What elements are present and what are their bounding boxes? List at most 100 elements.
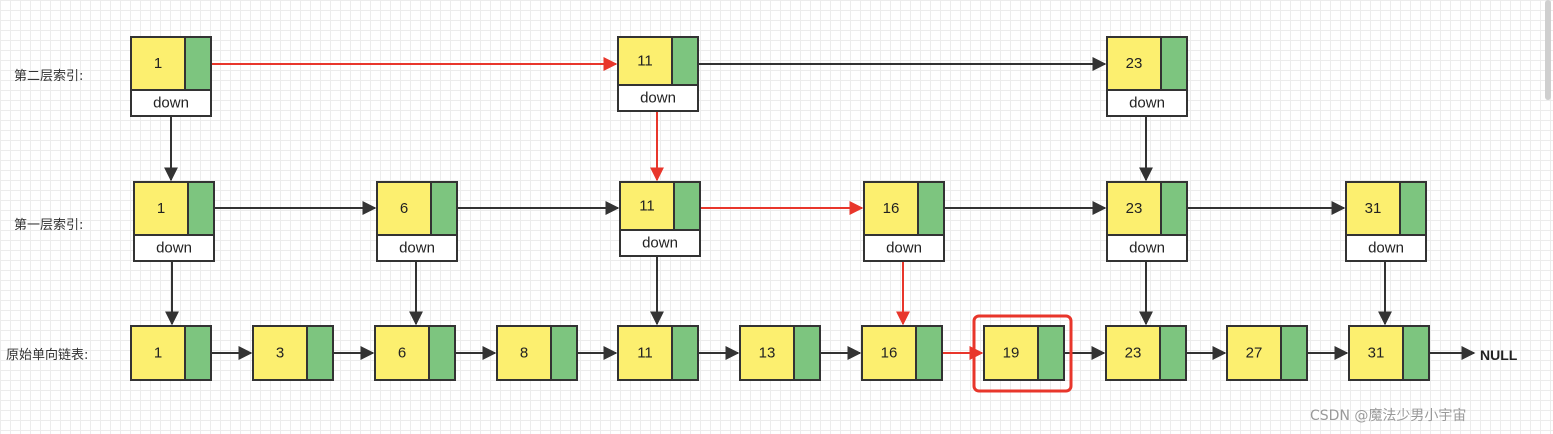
base-node-16: 16 [861,325,943,381]
down-pointer-cell [617,84,699,112]
level1-label: 第一层索引: [14,218,83,233]
down-pointer-cell [130,89,212,117]
next-pointer-cell [1280,325,1308,381]
next-pointer-cell [184,36,212,91]
next-pointer-cell [1160,181,1188,236]
next-pointer-cell [1159,325,1187,381]
node-value: 16 [883,200,900,217]
level1-node-1: 1 down [133,181,215,262]
next-pointer-cell [1402,325,1430,381]
next-pointer-cell [671,36,699,86]
down-pointer-cell [376,234,458,262]
down-label: down [642,235,678,252]
down-pointer-cell [1106,89,1188,117]
value-cell [252,325,308,381]
node-value: 16 [881,345,898,362]
value-cell [130,325,186,381]
level2-label: 第二层索引: [14,69,83,84]
base-node-13: 13 [739,325,821,381]
base-node-23: 23 [1105,325,1187,381]
next-pointer-cell [673,181,701,231]
node-value: 11 [637,345,653,362]
level1-node-6: 6 down [376,181,458,262]
highlight-box [972,314,1073,393]
next-pointer-cell [1037,325,1065,381]
base-node-3: 3 [252,325,334,381]
node-value: 31 [1368,345,1385,362]
node-value: 6 [398,345,406,362]
next-pointer-cell [1160,36,1188,91]
base-node-19: 19 [983,325,1065,381]
down-pointer-cell [1106,234,1188,262]
down-label: down [1129,95,1165,112]
node-value: 19 [1003,345,1020,362]
next-pointer-cell [671,325,699,381]
node-value: 8 [520,345,528,362]
nodes-layer: 1down11down23down1down6down11down16down2… [130,36,1430,381]
down-pointer-cell [619,229,701,257]
value-cell [496,325,552,381]
level2-node-1: 1 down [130,36,212,117]
value-cell [1348,325,1404,381]
value-cell [130,36,186,91]
down-label: down [640,90,676,107]
down-pointer-cell [863,234,945,262]
next-pointer-cell [187,181,215,236]
base-node-27: 27 [1226,325,1308,381]
next-pointer-cell [793,325,821,381]
next-pointer-cell [430,181,458,236]
node-value: 13 [759,345,776,362]
node-value: 31 [1365,200,1382,217]
down-label: down [1129,240,1165,257]
down-label: down [886,240,922,257]
watermark: CSDN @魔法少男小宇宙 [1310,408,1466,424]
down-pointer-cell [133,234,215,262]
level2-node-23: 23 down [1106,36,1188,117]
level2-node-11: 11 down [617,36,699,112]
next-pointer-cell [184,325,212,381]
down-label: down [156,240,192,257]
node-value: 23 [1125,345,1142,362]
value-cell [1226,325,1282,381]
down-pointer-cell [1345,234,1427,262]
value-cell [861,325,917,381]
value-cell [1106,36,1162,91]
level1-node-31: 31 down [1345,181,1427,262]
scrollbar[interactable] [1545,0,1551,100]
base-list-label: 原始单向链表: [6,347,88,363]
next-pointer-cell [1399,181,1427,236]
down-label: down [153,95,189,112]
node-value: 1 [154,55,162,72]
level1-node-16: 16 down [863,181,945,262]
node-value: 6 [400,200,408,217]
value-cell [374,325,430,381]
next-pointer-cell [428,325,456,381]
node-value: 11 [639,198,655,215]
next-pointer-cell [306,325,334,381]
base-node-11: 11 [617,325,699,381]
node-value: 23 [1126,55,1143,72]
value-cell [863,181,919,236]
base-node-8: 8 [496,325,578,381]
next-pointer-cell [550,325,578,381]
level1-node-11: 11 down [619,181,701,257]
node-value: 11 [637,53,653,70]
value-cell [617,325,673,381]
level1-node-23: 23 down [1106,181,1188,262]
base-node-6: 6 [374,325,456,381]
value-cell [739,325,795,381]
arrows-layer [164,57,1476,360]
base-node-1: 1 [130,325,212,381]
down-label: down [1368,240,1404,257]
down-label: down [399,240,435,257]
next-pointer-cell [917,181,945,236]
node-value: 23 [1126,200,1143,217]
node-value: 27 [1246,345,1263,362]
node-value: 1 [154,345,162,362]
node-value: 1 [157,200,165,217]
null-terminator: NULL [1480,347,1518,363]
base-node-31: 31 [1348,325,1430,381]
node-value: 3 [276,345,284,362]
next-pointer-cell [915,325,943,381]
